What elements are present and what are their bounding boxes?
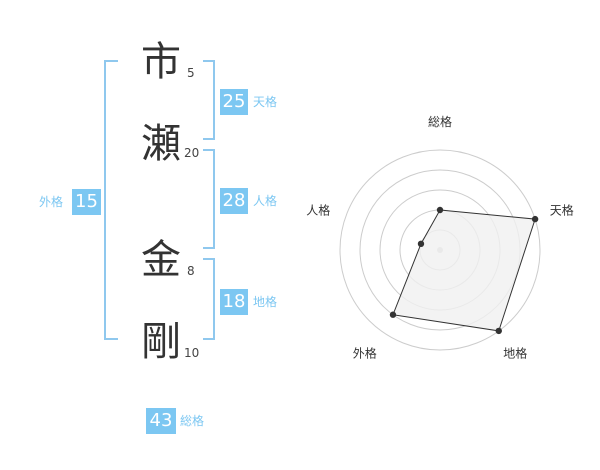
stroke-count-2: 20 bbox=[184, 146, 200, 160]
radar-point-3 bbox=[495, 327, 502, 335]
radar-axis-label-3: 地格 bbox=[503, 346, 527, 361]
stroke-count-3: 8 bbox=[187, 264, 195, 278]
radar-points bbox=[389, 206, 539, 335]
radar-axis-label-2: 天格 bbox=[550, 202, 574, 217]
chikaku-label: 地格 bbox=[253, 295, 278, 309]
radar-area bbox=[392, 209, 536, 332]
tenkaku-bracket bbox=[203, 60, 215, 140]
soukaku-label: 総格 bbox=[180, 414, 205, 428]
radar-point-5 bbox=[417, 240, 425, 248]
chikaku-badge: 18 bbox=[220, 289, 248, 315]
stroke-count-4: 10 bbox=[184, 346, 200, 360]
name-char-1: 市 bbox=[141, 39, 181, 85]
soukaku-badge: 43 bbox=[146, 408, 176, 434]
radar-ring bbox=[339, 149, 541, 351]
radar-axis-label-5: 人格 bbox=[306, 202, 330, 217]
radar-point-4 bbox=[389, 311, 397, 318]
jinkaku-label: 人格 bbox=[253, 194, 278, 208]
radar-axis-label-4: 外格 bbox=[353, 346, 377, 361]
name-char-4: 剛 bbox=[141, 319, 181, 365]
name-char-3: 金 bbox=[141, 237, 181, 283]
jinkaku-bracket bbox=[203, 149, 215, 249]
radar-point-2 bbox=[531, 215, 539, 223]
tenkaku-badge: 25 bbox=[220, 89, 248, 115]
jinkaku-badge: 28 bbox=[220, 188, 248, 214]
chikaku-bracket bbox=[203, 258, 215, 340]
gaikaku-label: 外格 bbox=[39, 195, 64, 209]
tenkaku-label: 天格 bbox=[253, 95, 278, 109]
radar-axis-label-1: 総格 bbox=[428, 114, 452, 129]
gaikaku-bracket bbox=[104, 60, 118, 340]
name-char-2: 瀬 bbox=[141, 121, 181, 167]
radar-point-1 bbox=[436, 206, 444, 214]
stroke-count-1: 5 bbox=[187, 66, 195, 80]
gaikaku-badge: 15 bbox=[72, 189, 101, 215]
